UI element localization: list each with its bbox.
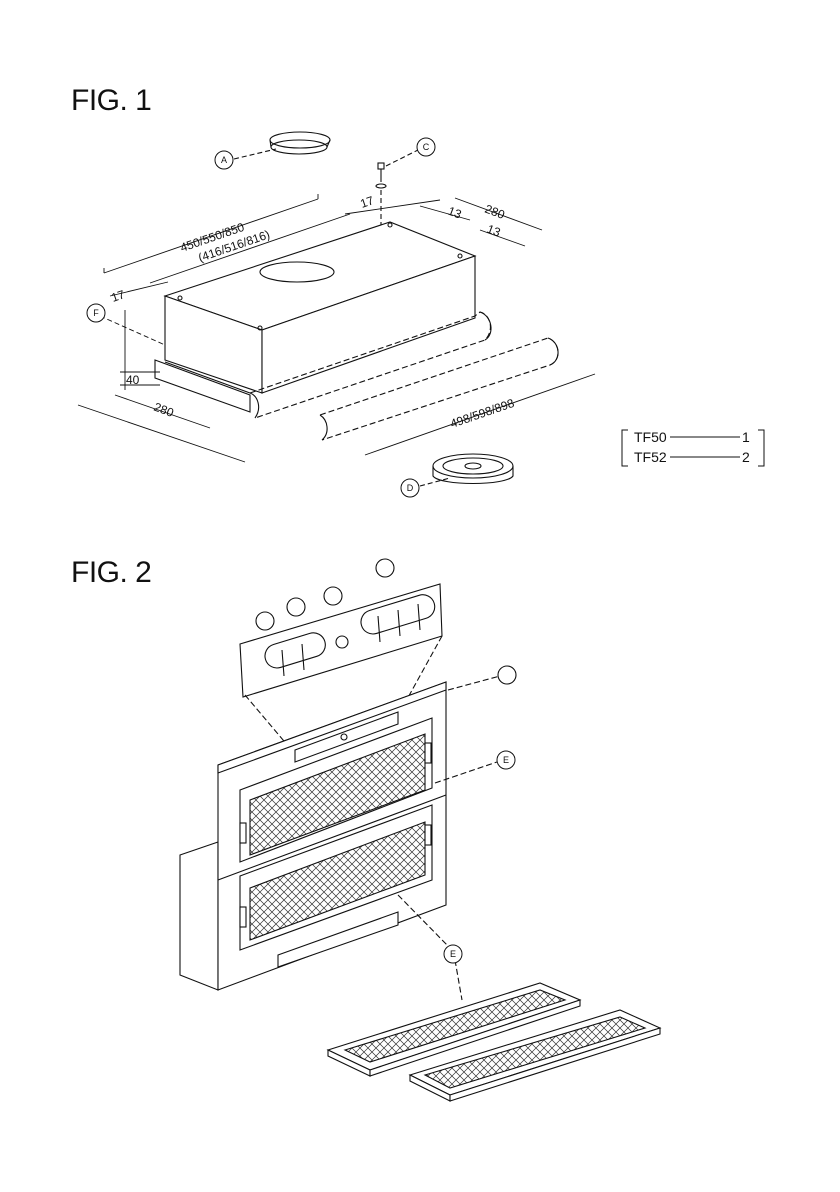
carbon-filter-part <box>420 454 513 486</box>
callout-e-1: E <box>497 751 515 769</box>
legend-row-tf50: TF50 1 <box>634 429 750 445</box>
svg-text:1: 1 <box>742 429 750 445</box>
dim-offset-17-top: 17 <box>358 193 375 211</box>
callout-d: D <box>401 479 419 497</box>
legend-row-tf52: TF52 2 <box>634 449 750 465</box>
callout-e-2: E <box>444 945 462 963</box>
callout-c: C <box>417 138 435 156</box>
svg-text:E: E <box>503 755 509 765</box>
svg-text:C: C <box>423 142 430 152</box>
callout-a: A <box>215 151 233 169</box>
callout-f: F <box>87 304 105 322</box>
fig2-drawing <box>180 559 660 1101</box>
dim-height-40: 40 <box>126 373 140 387</box>
dim-width-top: 280 <box>483 202 507 222</box>
svg-text:TF52: TF52 <box>634 449 667 465</box>
dim-width-bottom: 280 <box>152 400 176 420</box>
fig1-drawing <box>78 132 595 486</box>
svg-text:E: E <box>450 949 456 959</box>
dim-offset-17-left: 17 <box>109 287 126 305</box>
dim-offset-13-a: 13 <box>446 204 464 222</box>
svg-text:2: 2 <box>742 449 750 465</box>
svg-text:F: F <box>93 308 99 318</box>
svg-text:TF50: TF50 <box>634 429 667 445</box>
collar-part <box>270 132 330 154</box>
dim-front-length: 498/598/898 <box>448 396 516 431</box>
screw-part <box>376 150 418 225</box>
grease-filters <box>328 983 660 1101</box>
svg-text:D: D <box>407 483 414 493</box>
svg-text:A: A <box>221 155 227 165</box>
model-legend: TF50 1 TF52 2 <box>622 429 764 466</box>
